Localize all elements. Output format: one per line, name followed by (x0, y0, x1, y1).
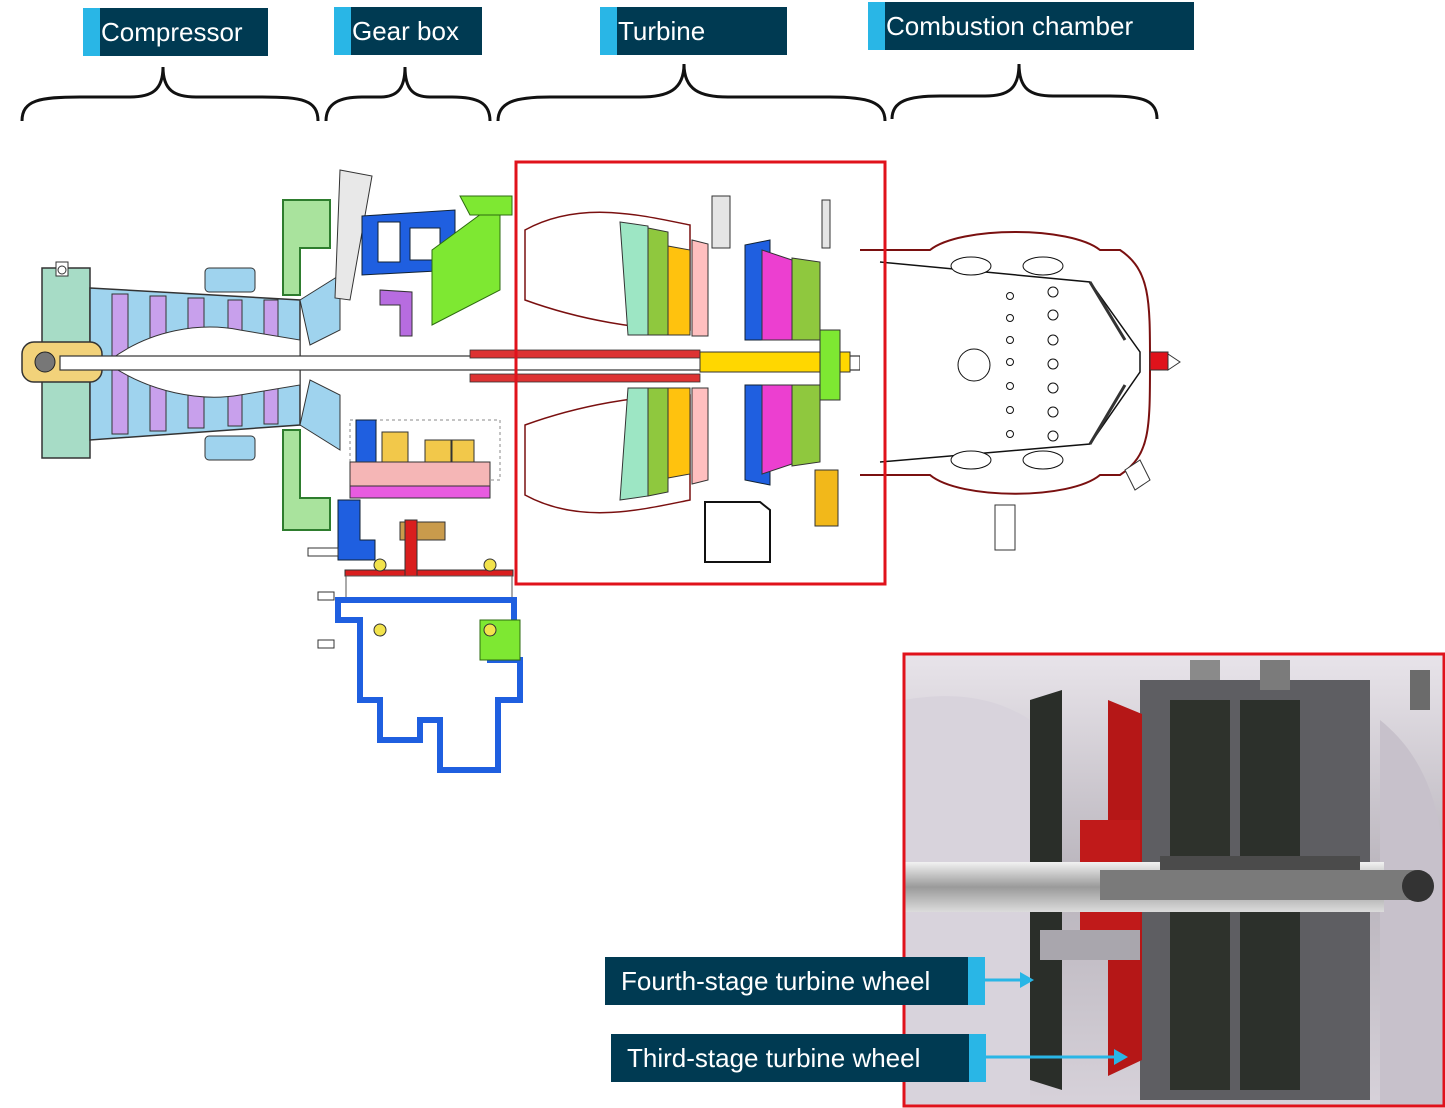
label-tab-accent (600, 7, 617, 55)
callout-fourth-stage-text: Fourth-stage turbine wheel (621, 966, 931, 996)
callout-arrows (984, 972, 1128, 1065)
arrow-third-stage-icon (1114, 1049, 1128, 1065)
gearbox-section (307, 195, 523, 773)
label-tab-accent (83, 8, 100, 56)
label-combustion-text: Combustion chamber (886, 11, 1134, 41)
label-compressor: Compressor (83, 8, 268, 56)
brace-compressor (20, 66, 320, 122)
inset-frame (902, 652, 1445, 1108)
label-gearbox: Gear box (334, 7, 482, 55)
label-turbine: Turbine (600, 7, 787, 55)
label-combustion: Combustion chamber (868, 2, 1194, 50)
arrow-fourth-stage-icon (1020, 972, 1034, 988)
turbine-section (524, 195, 851, 563)
turbine-detail-inset (902, 652, 1445, 1108)
callout-fourth-stage: Fourth-stage turbine wheel (605, 957, 985, 1005)
label-tab-accent (334, 7, 351, 55)
label-turbine-text: Turbine (618, 16, 706, 46)
label-tab-accent (868, 2, 885, 50)
callout-third-stage: Third-stage turbine wheel (611, 1034, 986, 1082)
turbine-highlight-frame (514, 160, 887, 586)
callout-tab-accent (968, 957, 985, 1005)
combustion-section (860, 231, 1181, 551)
brace-combustion (890, 63, 1159, 120)
callout-third-stage-text: Third-stage turbine wheel (627, 1043, 921, 1073)
label-compressor-text: Compressor (101, 17, 243, 47)
compressor-section (21, 169, 373, 531)
label-gearbox-text: Gear box (352, 16, 459, 46)
callout-tab-accent (969, 1034, 986, 1082)
brace-gearbox (324, 66, 492, 122)
brace-turbine (496, 63, 887, 122)
section-braces (20, 63, 1159, 122)
